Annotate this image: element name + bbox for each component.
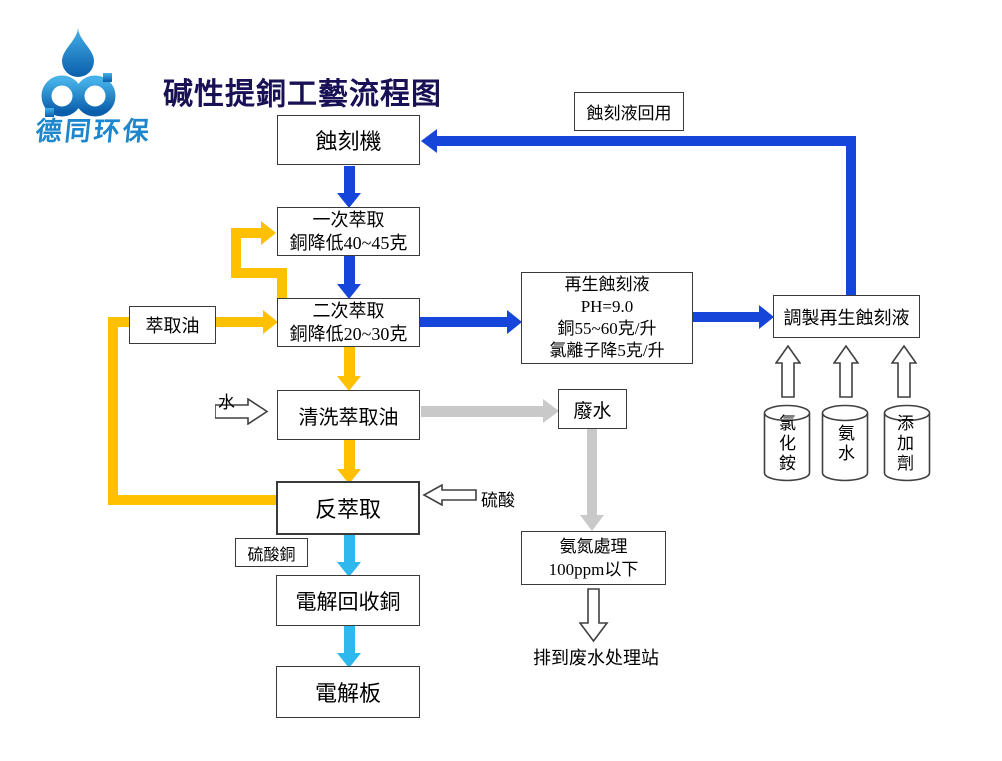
node-wash-extraction-oil-label: 清洗萃取油 xyxy=(298,406,399,429)
arrowhead-return-to-etcher xyxy=(421,129,437,153)
node-back-extraction: 反萃取 xyxy=(276,481,420,535)
tank-ammonium-chloride-icon xyxy=(763,404,811,482)
node-regenerated-etchant-line1: 再生蝕刻液 xyxy=(564,275,650,294)
arrow-extract2-to-wash xyxy=(344,347,355,376)
tank-ammonia-water-icon xyxy=(821,404,869,482)
logo-accent-2 xyxy=(45,108,54,117)
node-copper-sulfate-label: 硫酸銅 xyxy=(247,546,296,564)
arrow-wash-to-backextract xyxy=(344,440,355,469)
arrowhead-wash-to-backextract xyxy=(337,469,361,484)
oil-recycle-vertical xyxy=(108,317,118,505)
node-wastewater-label: 廢水 xyxy=(573,400,612,422)
arrow-regen-to-prepare xyxy=(693,312,759,322)
node-second-extraction-label: 二次萃取 xyxy=(312,300,385,321)
node-etching-machine: 蝕刻機 xyxy=(277,115,420,165)
node-etchant-reuse-label: 蝕刻液回用 xyxy=(586,104,672,123)
arrowhead-extract1-to-extract2 xyxy=(337,284,361,299)
arrowhead-backextract-to-electro xyxy=(337,562,361,577)
node-electrolytic-copper-recovery-label: 電解回收銅 xyxy=(295,589,401,614)
arrow-extract2-to-regen xyxy=(420,317,507,327)
node-wash-extraction-oil: 清洗萃取油 xyxy=(277,390,420,440)
arrowhead-wastewater-to-ammonia xyxy=(580,515,604,531)
node-regenerated-etchant-line2: PH=9.0 xyxy=(580,297,634,316)
tank-label-ammonium-chloride: 氯化銨 xyxy=(776,414,795,474)
node-ammonia-nitrogen-treatment-line1: 氨氮處理 xyxy=(559,537,628,556)
water-drop-icon xyxy=(62,27,94,77)
arrowhead-regen-to-prepare xyxy=(759,305,774,329)
tank1-feed-arrow-icon xyxy=(775,344,801,398)
discharge-arrow-icon xyxy=(579,588,609,643)
oil-loop-extract2-up xyxy=(277,268,287,299)
node-electrolytic-copper-recovery: 電解回收銅 xyxy=(276,575,420,626)
node-ammonia-nitrogen-treatment: 氨氮處理 100ppm以下 xyxy=(521,531,666,585)
tank-label-additive: 添加劑 xyxy=(894,414,913,474)
node-copper-sulfate: 硫酸銅 xyxy=(235,538,308,567)
tank-label-ammonia-water: 氨水 xyxy=(835,424,854,464)
sulfuric-acid-inlet-arrow-icon xyxy=(422,484,477,506)
node-regenerated-etchant-line4: 氯離子降5克/升 xyxy=(549,341,665,360)
label-water: 水 xyxy=(218,393,235,412)
arrowhead-oil-to-extract2 xyxy=(263,310,278,334)
node-second-extraction-sublabel: 銅降低20~30克 xyxy=(289,323,408,344)
node-first-extraction: 一次萃取 銅降低40~45克 xyxy=(277,207,420,256)
logo-text: 德同环保 xyxy=(34,116,154,146)
node-electrolytic-plate-label: 電解板 xyxy=(314,681,381,706)
node-prepare-regenerated-etchant-label: 調製再生蝕刻液 xyxy=(783,307,910,328)
tank3-feed-arrow-icon xyxy=(891,344,917,398)
oil-loop-vertical xyxy=(231,228,241,278)
tank2-feed-arrow-icon xyxy=(833,344,859,398)
node-extraction-oil: 萃取油 xyxy=(129,306,216,344)
label-discharge-to-wastewater-station: 排到废水处理站 xyxy=(533,648,659,668)
oil-recycle-bottom xyxy=(108,495,277,505)
arrowhead-extract2-to-regen xyxy=(507,310,522,334)
node-regenerated-etchant: 再生蝕刻液 PH=9.0 銅55~60克/升 氯離子降5克/升 xyxy=(521,272,693,364)
node-regenerated-etchant-line3: 銅55~60克/升 xyxy=(557,319,657,338)
arrowhead-extract2-to-wash xyxy=(337,376,361,391)
logo-ring-right xyxy=(74,75,116,117)
node-second-extraction: 二次萃取 銅降低20~30克 xyxy=(277,298,420,347)
arrow-prepare-return-vertical xyxy=(846,136,856,296)
node-wastewater: 廢水 xyxy=(558,389,627,429)
arrow-prepare-return-horizontal xyxy=(437,136,856,146)
oil-loop-top xyxy=(231,228,263,238)
node-back-extraction-label: 反萃取 xyxy=(314,497,381,522)
arrowhead-electro-to-plate xyxy=(337,653,361,668)
label-sulfuric-acid: 硫酸 xyxy=(481,491,515,510)
arrow-etcher-to-extract1 xyxy=(344,166,355,193)
arrow-wastewater-to-ammonia xyxy=(587,428,597,515)
node-etching-machine-label: 蝕刻機 xyxy=(315,129,382,154)
arrowhead-wash-to-wastewater xyxy=(543,399,559,423)
arrowhead-oil-to-extract1 xyxy=(261,221,276,245)
logo-accent-1 xyxy=(103,73,112,82)
arrow-electro-to-plate xyxy=(344,625,355,653)
arrow-extract1-to-extract2 xyxy=(344,256,355,284)
node-electrolytic-plate: 電解板 xyxy=(276,666,420,718)
tank-additive-icon xyxy=(883,404,931,482)
logo-ring-left xyxy=(41,75,83,117)
node-prepare-regenerated-etchant: 調製再生蝕刻液 xyxy=(773,295,920,338)
arrow-wash-to-wastewater xyxy=(421,406,543,417)
arrowhead-etcher-to-extract1 xyxy=(337,193,361,208)
water-inlet-arrow-icon xyxy=(215,398,269,425)
node-extraction-oil-label: 萃取油 xyxy=(145,316,200,336)
node-first-extraction-sublabel: 銅降低40~45克 xyxy=(289,232,408,253)
node-ammonia-nitrogen-treatment-line2: 100ppm以下 xyxy=(548,560,639,579)
arrow-backextract-to-electro xyxy=(344,534,355,562)
oil-loop-bottom xyxy=(231,268,287,278)
node-etchant-reuse: 蝕刻液回用 xyxy=(574,92,684,131)
page-title: 碱性提銅工藝流程图 xyxy=(163,78,442,111)
node-first-extraction-label: 一次萃取 xyxy=(312,209,385,230)
company-logo-icon xyxy=(41,27,116,117)
